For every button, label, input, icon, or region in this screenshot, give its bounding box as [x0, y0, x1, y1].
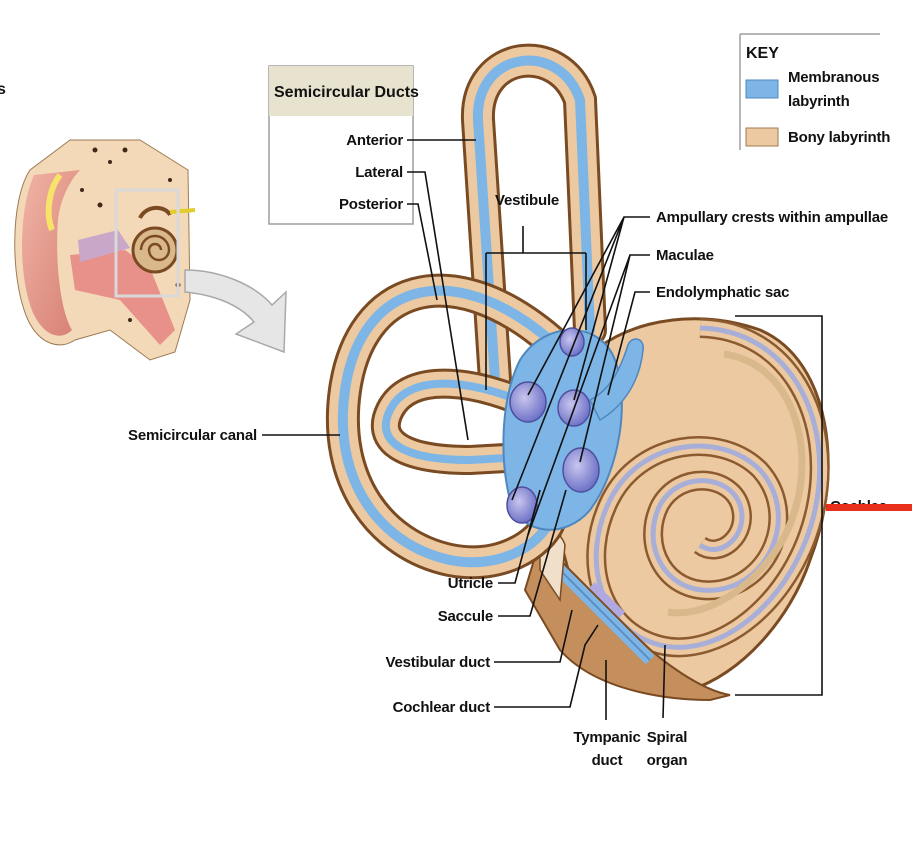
bony-label: Bony labyrinth [788, 129, 890, 146]
lateral-label: Lateral [355, 164, 403, 181]
tympanic-duct-label-1: Tympanic [573, 729, 640, 746]
posterior-label: Posterior [339, 196, 403, 213]
red-annotation-line [826, 504, 912, 511]
spiral-organ-label-1: Spiral [647, 729, 688, 746]
semicircular-ducts-title: Semicircular Ducts [274, 84, 419, 101]
maculae-label: Maculae [656, 247, 714, 264]
bony-swatch [745, 127, 779, 147]
zoom-arrow [184, 269, 287, 354]
membranous-label-1: Membranous [788, 69, 879, 86]
vestibule-label: Vestibule [495, 192, 559, 209]
inner-ear-illustration [325, 43, 830, 702]
utricle-label: Utricle [448, 575, 493, 592]
semicircular-ducts-box: Semicircular Ducts Anterior Lateral Post… [268, 65, 419, 225]
ampullary-crests-label: Ampullary crests within ampullae [656, 209, 888, 226]
cochlear-duct-label: Cochlear duct [393, 699, 491, 716]
ear-thumbnail [14, 139, 196, 361]
anterior-label: Anterior [346, 132, 403, 149]
membranous-swatch [745, 79, 779, 99]
key-title: KEY [746, 45, 779, 62]
spiral-organ-label-2: organ [647, 752, 688, 769]
vestibular-duct-label: Vestibular duct [385, 654, 490, 671]
endolymphatic-sac-label: Endolymphatic sac [656, 284, 789, 301]
saccule-label: Saccule [438, 608, 493, 625]
tympanic-duct-label-2: duct [592, 752, 623, 769]
key-legend: KEY Membranous labyrinth Bony labyrinth [739, 33, 890, 150]
semicircular-canal-label: Semicircular canal [128, 427, 257, 444]
edge-glyph: s [0, 81, 6, 98]
leader-lines [262, 139, 823, 720]
membranous-label-2: labyrinth [788, 93, 850, 110]
